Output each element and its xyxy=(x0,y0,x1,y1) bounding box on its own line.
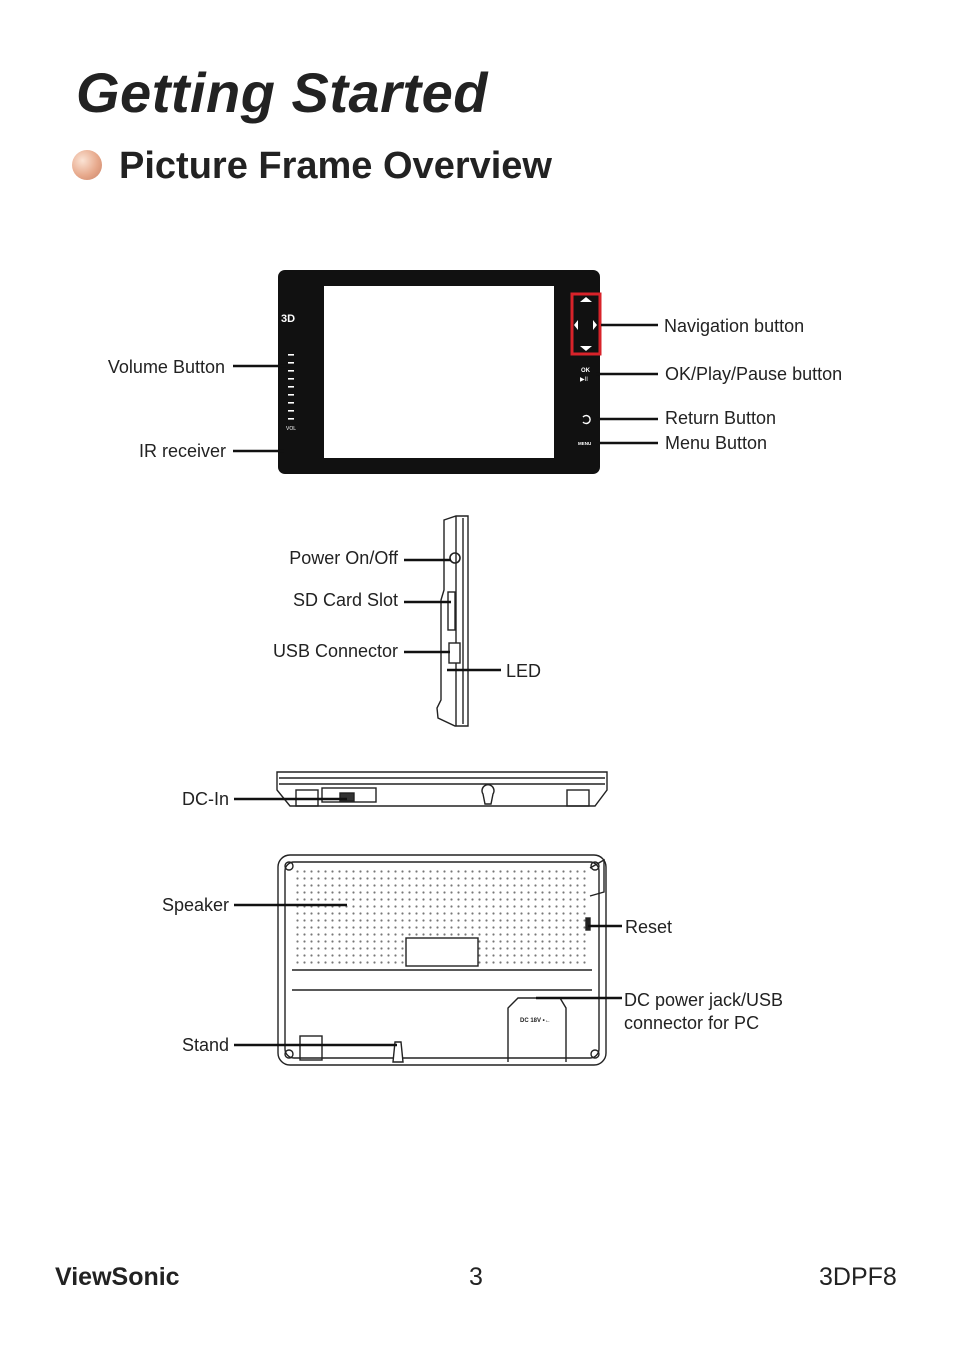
bottom-view xyxy=(234,771,608,807)
volume-ticks xyxy=(288,354,294,420)
sd-slot-shape xyxy=(447,591,456,631)
play-pause-mark: ▶II xyxy=(580,377,588,383)
label-usb-connector: USB Connector xyxy=(272,641,398,661)
label-navigation-button: Navigation button xyxy=(664,316,805,336)
label-plate xyxy=(405,937,479,967)
label-sd-slot: SD Card Slot xyxy=(292,590,398,610)
reset-hole xyxy=(585,917,591,931)
navigation-highlight xyxy=(570,292,602,356)
vol-mark: VOL xyxy=(286,426,296,432)
back-view: DC 18V •← xyxy=(234,854,622,1066)
dc-port-mark: DC 18V •← xyxy=(520,1018,551,1024)
menu-mark: MENU xyxy=(578,441,591,446)
port-housing xyxy=(507,997,567,1062)
ok-mark: OK xyxy=(581,368,591,374)
label-dc-power-line1: DC power jack/USB xyxy=(624,990,784,1010)
nav-up-icon xyxy=(580,297,592,302)
label-ok-play-pause: OK/Play/Pause button xyxy=(665,364,843,384)
stand-shape xyxy=(392,1041,404,1063)
side-view xyxy=(404,515,501,727)
frame-screen xyxy=(324,286,554,458)
nav-left-icon xyxy=(574,320,578,330)
label-dc-in: DC-In xyxy=(181,789,229,809)
label-ir-receiver: IR receiver xyxy=(138,441,226,461)
bottom-body-outline xyxy=(276,771,608,807)
back-side-edge xyxy=(589,858,605,897)
label-dc-power-line2: connector for PC xyxy=(624,1013,760,1033)
label-return-button: Return Button xyxy=(665,408,777,428)
back-body-outline xyxy=(277,854,607,1066)
footer-brand: ViewSonic xyxy=(55,1263,180,1291)
page-title: Getting Started xyxy=(76,61,488,124)
brand-3d-mark: 3D xyxy=(281,313,295,325)
footer-page-number: 3 xyxy=(469,1263,483,1291)
return-icon xyxy=(582,414,591,425)
stand-foot-left xyxy=(299,1035,323,1061)
usb-port-shape xyxy=(448,642,461,664)
label-volume-button: Volume Button xyxy=(107,357,225,377)
front-view: 3D VOL OK ▶II MENU xyxy=(233,270,658,474)
label-power: Power On/Off xyxy=(289,548,398,568)
label-speaker: Speaker xyxy=(161,895,229,915)
power-button-icon xyxy=(449,552,461,564)
nav-right-icon xyxy=(593,320,597,330)
dc-in-recess xyxy=(321,787,377,803)
footer-model: 3DPF8 xyxy=(819,1263,897,1291)
section-title: Picture Frame Overview xyxy=(119,145,552,187)
wall-mount-hole xyxy=(481,784,495,805)
nav-down-icon xyxy=(580,346,592,351)
section-bullet-icon xyxy=(72,150,102,180)
label-reset: Reset xyxy=(625,917,673,937)
side-body-outline xyxy=(436,515,469,727)
label-stand: Stand xyxy=(181,1035,229,1055)
label-menu-button: Menu Button xyxy=(665,433,768,453)
label-led: LED xyxy=(506,661,542,681)
dc-in-port-shape xyxy=(339,792,355,802)
bottom-foot-right xyxy=(566,789,590,807)
